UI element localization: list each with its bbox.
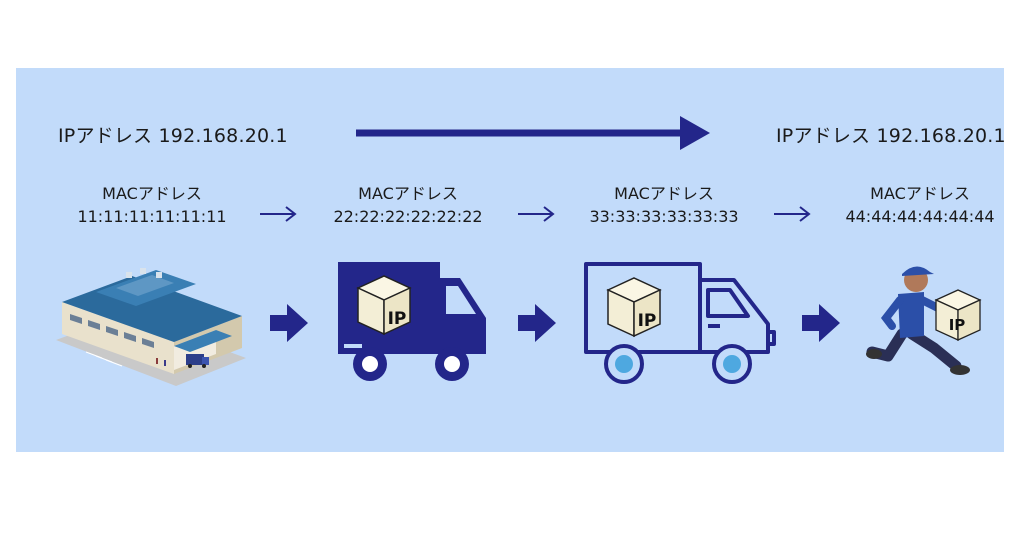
mac-hop-3: MACアドレス 33:33:33:33:33:33 — [574, 182, 754, 228]
delivery-person-icon: IP — [866, 266, 982, 375]
package-label: IP — [638, 311, 657, 331]
mac-label: MACアドレス — [102, 184, 202, 203]
mac-address: 22:22:22:22:22:22 — [333, 207, 483, 226]
warehouse-icon — [56, 268, 246, 386]
transfer-arrow-1 — [270, 304, 308, 342]
truck-filled-icon: IP — [338, 262, 486, 381]
truck-outline-icon: IP — [584, 262, 776, 384]
source-ip-label: IPアドレス 192.168.20.1 — [58, 125, 288, 147]
ip-route-arrow — [356, 116, 710, 150]
mac-hop-4: MACアドレス 44:44:44:44:44:44 — [830, 182, 1010, 228]
mac-address: 33:33:33:33:33:33 — [589, 207, 739, 226]
mac-address: 44:44:44:44:44:44 — [845, 207, 995, 226]
transfer-arrow-2 — [518, 304, 556, 342]
package-label: IP — [388, 309, 407, 329]
mac-arrow-2 — [518, 206, 555, 222]
destination-ip-label: IPアドレス 192.168.20.1 — [776, 125, 1006, 147]
mac-address: 11:11:11:11:11:11 — [77, 207, 227, 226]
package-label: IP — [949, 316, 966, 334]
mac-arrow-1 — [260, 206, 297, 222]
mac-label: MACアドレス — [870, 184, 970, 203]
mac-label: MACアドレス — [358, 184, 458, 203]
mac-hop-1: MACアドレス 11:11:11:11:11:11 — [62, 182, 242, 228]
mac-hop-2: MACアドレス 22:22:22:22:22:22 — [318, 182, 498, 228]
mac-arrow-3 — [774, 206, 811, 222]
mac-label: MACアドレス — [614, 184, 714, 203]
transfer-arrow-3 — [802, 304, 840, 342]
